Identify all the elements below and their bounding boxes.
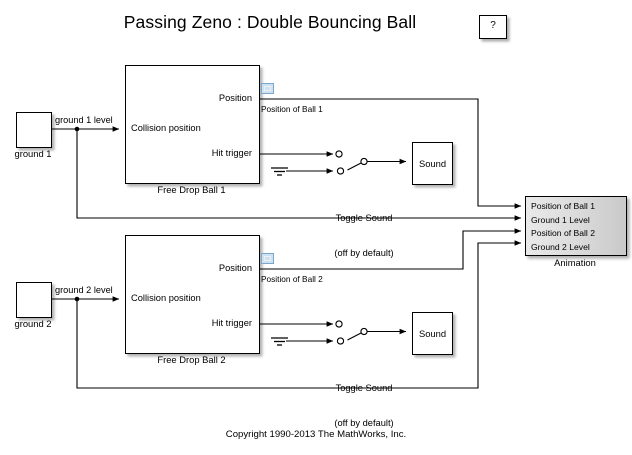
animation-port-position-of-ball-2: Position of Ball 2 bbox=[531, 228, 596, 238]
subsystem-1-output-port-hit-trigger: Hit trigger bbox=[211, 148, 252, 158]
subsystem-2-output-port-position: Position bbox=[218, 263, 252, 273]
source-block-ground-2[interactable] bbox=[16, 282, 52, 318]
subsystem-1-ports: Collision position Position Hit trigger bbox=[125, 65, 258, 182]
animation-port-ground-1-level: Ground 1 Level bbox=[531, 214, 590, 225]
animation-port-ground-2-level: Ground 2 Level bbox=[531, 241, 590, 252]
signal-label-ground-1-level: ground 1 level bbox=[55, 115, 113, 125]
signal-label-position-of-ball-2: Position of Ball 2 bbox=[261, 274, 323, 284]
subsystem-1-output-port-position: Position bbox=[218, 93, 252, 103]
switch2-contact-lower bbox=[336, 337, 345, 345]
scope-viewer-badge-icon-2 bbox=[264, 256, 271, 261]
animation-block-label: Animation bbox=[554, 257, 596, 268]
step-source-body-2 bbox=[16, 282, 52, 318]
subsystem-2-input-port-collision-position: Collision position bbox=[131, 293, 201, 303]
question-mark-icon: ? bbox=[490, 20, 496, 31]
signal-viewer-badge-ball-1[interactable] bbox=[261, 83, 274, 94]
help-button[interactable]: ? bbox=[479, 15, 507, 39]
sink-block-sound-1[interactable]: Sound bbox=[412, 142, 453, 185]
sink-block-sound-1-label: Sound bbox=[418, 158, 447, 169]
source-block-ground-1-label: ground 1 bbox=[14, 148, 52, 159]
subsystem-free-drop-ball-1[interactable] bbox=[125, 65, 260, 184]
switch-2-caption-line1: Toggle Sound bbox=[335, 383, 393, 393]
switch-blade-1 bbox=[347, 162, 363, 171]
switch2-pole bbox=[360, 327, 368, 336]
step-source-body bbox=[16, 112, 52, 148]
signal-label-ground-2-level: ground 2 level bbox=[55, 285, 113, 295]
switch-blade-2 bbox=[347, 332, 363, 341]
signal-viewer-badge-ball-2[interactable] bbox=[261, 253, 274, 264]
sink-block-sound-2[interactable]: Sound bbox=[412, 312, 453, 355]
switch1-contact-lower bbox=[336, 167, 345, 175]
animation-port-position-of-ball-1: Position of Ball 1 bbox=[531, 201, 596, 211]
sink-block-sound-2-label: Sound bbox=[418, 328, 447, 339]
switch-1-caption-line1: Toggle Sound bbox=[335, 213, 393, 223]
ground-symbol-2 bbox=[271, 337, 288, 346]
signal-label-position-of-ball-1: Position of Ball 1 bbox=[261, 104, 323, 114]
switch-2-caption: Toggle Sound (off by default) bbox=[291, 360, 437, 452]
subsystem-2-label: Free Drop Ball 2 bbox=[157, 354, 226, 365]
branch-dot-ground1 bbox=[74, 126, 80, 132]
page-title-text: Passing Zeno : Double Bouncing Ball bbox=[123, 12, 417, 32]
switch-1-caption: Toggle Sound (off by default) bbox=[291, 190, 437, 282]
switch-1-caption-line2: (off by default) bbox=[334, 247, 394, 258]
animation-block[interactable]: Position of Ball 1 Ground 1 Level Positi… bbox=[525, 196, 627, 256]
switch-2-caption-line2: (off by default) bbox=[334, 417, 394, 428]
source-block-ground-1[interactable] bbox=[16, 112, 52, 148]
page-title: Passing Zeno : Double Bouncing Ball bbox=[0, 12, 632, 33]
scope-viewer-badge-icon bbox=[264, 86, 271, 91]
subsystem-1-label: Free Drop Ball 1 bbox=[157, 184, 226, 195]
switch1-pole bbox=[360, 157, 368, 166]
switch1-contact-upper bbox=[335, 150, 343, 158]
subsystem-2-ports: Collision position Position Hit trigger bbox=[125, 235, 258, 352]
copyright-text: Copyright 1990-2013 The MathWorks, Inc. bbox=[225, 429, 407, 440]
subsystem-1-input-port-collision-position: Collision position bbox=[131, 123, 201, 133]
branch-dot-ground2 bbox=[74, 296, 80, 302]
switch2-contact-upper bbox=[335, 320, 343, 328]
subsystem-free-drop-ball-2[interactable] bbox=[125, 235, 260, 354]
source-block-ground-2-label: ground 2 bbox=[14, 318, 52, 329]
subsystem-2-output-port-hit-trigger: Hit trigger bbox=[211, 318, 252, 328]
ground-symbol-1 bbox=[271, 167, 288, 176]
